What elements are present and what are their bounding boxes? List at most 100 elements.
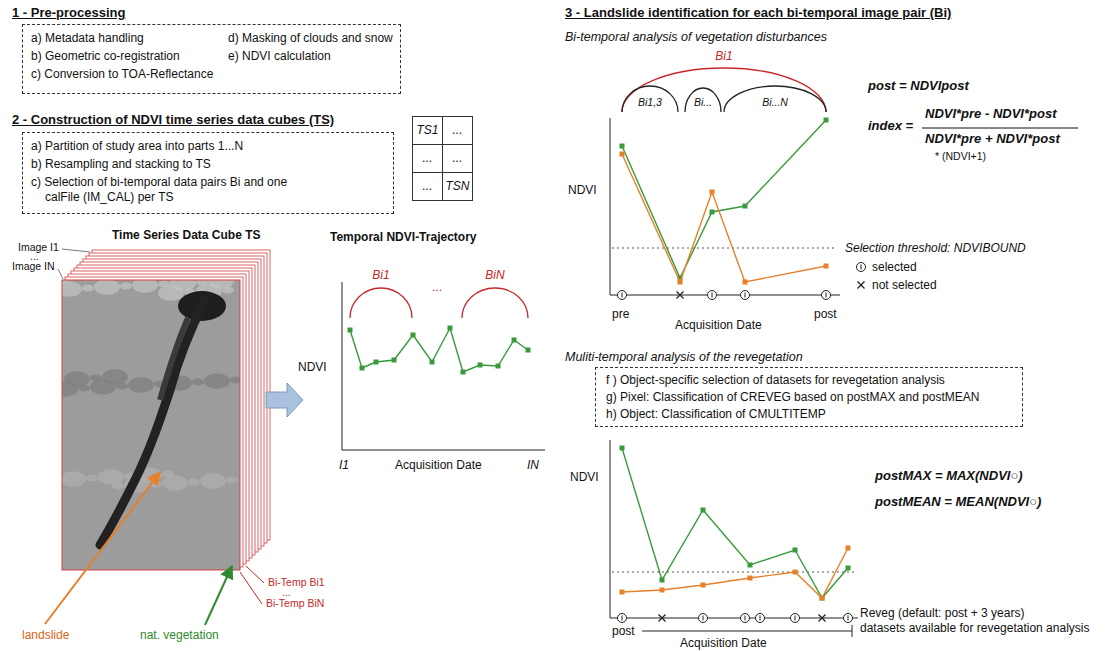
table-cell: ... — [442, 116, 473, 145]
label: landslide — [22, 628, 69, 642]
image-texture — [82, 284, 94, 291]
label: nat. vegetation — [140, 628, 219, 642]
acquisition-marker — [708, 291, 717, 300]
ndvi-trajectory — [793, 570, 798, 575]
ndvi-trajectory — [620, 546, 851, 601]
label: NDVI*pre + NDVI*post — [925, 131, 1060, 147]
leader-line — [58, 269, 63, 279]
pair-arc — [350, 68, 826, 318]
legend-item: not selected — [855, 278, 937, 292]
acquisition-marker — [703, 616, 704, 621]
legend-symbol — [855, 279, 867, 291]
acquisition-marker — [760, 616, 761, 621]
vegetation-arrow — [205, 566, 232, 625]
reveg-bracket — [642, 625, 852, 637]
ndvi-trajectory — [348, 118, 851, 601]
cell-text: TSN — [446, 179, 470, 194]
ndvi-trajectory — [350, 328, 528, 372]
box-text: a) Partition of study area into parts 1.… — [31, 139, 243, 154]
acquisition-marker — [618, 614, 627, 623]
image-texture — [128, 377, 154, 393]
ndvi-trajectory — [348, 328, 353, 333]
acquisition-marker — [712, 293, 713, 298]
satellite-image — [62, 280, 240, 570]
legend-symbol — [857, 263, 866, 272]
label: post = NDVIpost — [868, 78, 969, 94]
cell-text: ... — [452, 151, 462, 166]
acquisition-marker — [622, 616, 623, 621]
acquisition-marker — [756, 614, 765, 623]
label: IN — [527, 458, 539, 472]
ndvi-trajectory — [820, 596, 825, 601]
label: datasets available for revegetation anal… — [860, 621, 1089, 635]
image-texture — [98, 469, 124, 485]
pair-arc — [622, 86, 678, 112]
label: Bi-temporal analysis of vegetation distu… — [565, 30, 827, 45]
label: Bi1 — [372, 268, 389, 282]
label: * (NDVI+1) — [935, 150, 986, 163]
ndvi-trajectory — [360, 366, 365, 371]
cell-text: TS1 — [416, 123, 438, 138]
section-heading: 1 - Pre-processing — [12, 5, 125, 21]
label: index = — [868, 118, 913, 134]
chart-axis — [342, 282, 545, 450]
acquisition-marker — [622, 293, 623, 298]
acquisition-marker — [791, 614, 800, 623]
box-text: h) Object: Classification of CMULTITEMP — [606, 407, 826, 422]
bi-temp-leader — [240, 572, 262, 604]
dashed-box: a) Partition of study area into parts 1.… — [22, 132, 394, 214]
image-frame — [62, 280, 240, 570]
ndvi-trajectory — [461, 370, 466, 375]
table-cell: ... — [442, 144, 473, 173]
label: NDVI — [568, 183, 597, 197]
ndvi-trajectory — [622, 448, 848, 598]
legend-symbol — [855, 261, 867, 273]
ndvi-trajectory — [678, 280, 683, 285]
chart-axis — [610, 440, 858, 618]
label: Reveg (default: post + 3 years) — [860, 606, 1024, 620]
ndvi-trajectory — [660, 588, 665, 593]
label: Acquisition Date — [680, 636, 767, 650]
acquisition-marker — [618, 614, 627, 623]
legend-symbol — [858, 282, 865, 289]
image-texture — [158, 285, 184, 301]
label: Bi... — [694, 96, 712, 109]
pair-arc — [724, 86, 826, 112]
legend-text: selected — [872, 260, 917, 274]
ndvi-trajectory — [620, 152, 625, 157]
threshold-line — [612, 248, 836, 249]
ndvi-trajectory — [411, 333, 416, 338]
satellite-image — [100, 300, 205, 545]
fraction-bar — [922, 127, 1078, 128]
label: Acquisition Date — [675, 318, 762, 332]
ndvi-trajectory — [478, 363, 483, 368]
acquisition-marker — [618, 291, 627, 300]
fraction-bar — [922, 127, 1078, 128]
ndvi-trajectory — [748, 563, 753, 568]
image-texture — [62, 381, 78, 397]
acquisition-marker — [699, 614, 708, 623]
acquisition-marker — [844, 614, 853, 623]
acquisition-marker — [677, 292, 684, 299]
section-heading: 2 - Construction of NDVI time series dat… — [12, 112, 334, 128]
image-texture — [62, 281, 82, 297]
image-texture — [192, 378, 204, 385]
label: post — [814, 307, 837, 321]
ndvi-trajectory — [701, 508, 706, 513]
label: Bi1,3 — [638, 96, 662, 109]
image-texture — [90, 379, 116, 395]
ndvi-trajectory — [710, 210, 715, 215]
ndvi-trajectory — [620, 118, 829, 281]
label: Bi1 — [715, 49, 732, 63]
acquisition-marker — [756, 614, 765, 623]
image-texture — [62, 280, 240, 493]
acquisition-marker — [741, 291, 750, 300]
acquisition-marker — [741, 614, 750, 623]
ndvi-trajectory — [793, 548, 798, 553]
image-texture — [120, 282, 132, 289]
image-texture — [162, 475, 188, 491]
ndvi-trajectory — [846, 566, 851, 571]
acquisition-marker — [791, 614, 800, 623]
satellite-image — [160, 318, 188, 400]
